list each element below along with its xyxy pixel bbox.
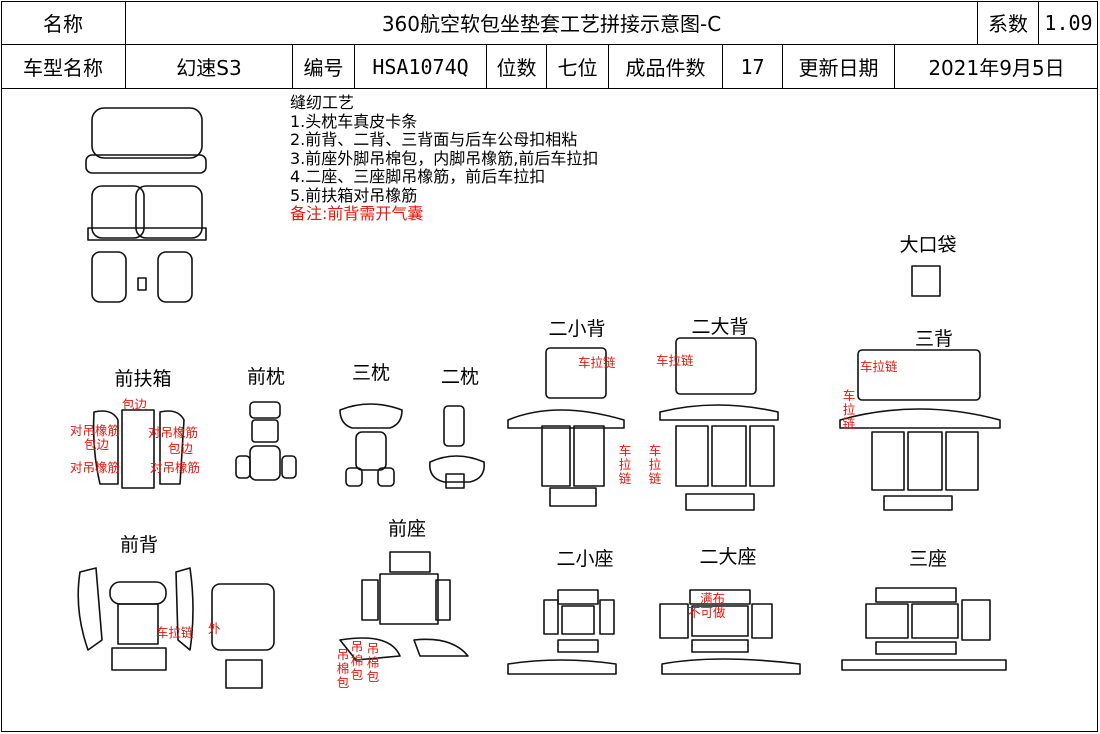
- date-label-cell: 更新日期: [783, 45, 895, 89]
- big-pocket-drawing: [911, 265, 941, 297]
- second-small-back-drawing: [507, 347, 625, 507]
- date-label: 更新日期: [798, 56, 879, 80]
- note-item: 5.前扶箱对吊橡筋: [290, 185, 418, 205]
- coef-value: 1.09: [1044, 10, 1093, 35]
- label-second-headrest: 二枕: [440, 366, 480, 388]
- coef-value-cell: 1.09: [1039, 1, 1098, 45]
- car-overview-drawing: [85, 107, 207, 303]
- seat-label: 位数: [496, 56, 537, 80]
- front-armrest-drawing: [92, 409, 185, 489]
- model-label: 车型名称: [23, 56, 103, 80]
- notes-remark: 备注:前背需开气囊: [290, 204, 424, 223]
- seat-value-cell: 七位: [547, 45, 609, 89]
- label-second-small-back: 二小背: [548, 318, 606, 340]
- annot-zipper: 车拉链: [578, 355, 616, 370]
- label-third-back: 三背: [914, 328, 954, 350]
- code-value: HSA1074Q: [372, 54, 469, 79]
- label-front-seat: 前座: [387, 518, 427, 540]
- annot-outer: 外: [208, 621, 221, 636]
- name-label: 名称: [43, 12, 83, 36]
- third-back-drawing: [839, 349, 1001, 511]
- pieces-label: 成品件数: [625, 56, 706, 80]
- third-seat-drawing: [841, 587, 1007, 671]
- model-label-cell: 车型名称: [1, 45, 126, 89]
- annot-not-sew: 不可做: [688, 605, 726, 620]
- second-big-seat-drawing: [659, 589, 801, 675]
- annot-pair-elastic: 对吊橡筋: [148, 425, 199, 440]
- second-big-back-drawing: [659, 337, 779, 511]
- annot-pair-elastic: 对吊橡筋: [70, 423, 121, 438]
- date-value-cell: 2021年9月5日: [895, 45, 1098, 89]
- model-value-cell: 幻速S3: [126, 45, 293, 89]
- coef-label: 系数: [988, 12, 1028, 36]
- title-cell: 360航空软包坐垫套工艺拼接示意图-C: [126, 1, 978, 45]
- second-headrest-drawing: [428, 405, 486, 489]
- label-front-armrest: 前扶箱: [114, 368, 172, 390]
- label-third-seat: 三座: [908, 548, 948, 570]
- annot-edge-binding: 包边: [84, 437, 110, 452]
- annot-zipper-vertical: 车拉链: [842, 388, 856, 431]
- annot-zipper-vertical: 车拉链: [648, 443, 662, 486]
- label-front-back: 前背: [119, 534, 159, 556]
- annot-sealed: 满布: [700, 591, 726, 606]
- annot-hang-cotton-binding: 吊棉包: [350, 639, 364, 682]
- annot-edge-binding: 包边: [122, 397, 148, 412]
- annot-pair-elastic: 对吊橡筋: [70, 460, 121, 475]
- notes-title: 缝纫工艺: [290, 93, 355, 112]
- pieces-label-cell: 成品件数: [609, 45, 723, 89]
- front-back-drawing: [77, 567, 275, 689]
- third-headrest-drawing: [339, 403, 403, 487]
- pieces-value: 17: [740, 54, 765, 79]
- note-item: 4.二座、三座脚吊橡筋，前后车拉扣: [290, 167, 546, 186]
- note-item: 2.前背、二背、三背面与后车公母扣相粘: [290, 130, 578, 149]
- name-label-cell: 名称: [1, 1, 126, 45]
- label-front-headrest: 前枕: [246, 366, 286, 388]
- front-seat-drawing: [339, 551, 469, 661]
- annot-hang-cotton-binding: 吊棉包: [366, 641, 380, 684]
- code-value-cell: HSA1074Q: [355, 45, 487, 89]
- annot-edge-binding: 包边: [168, 441, 194, 456]
- annot-pair-elastic: 对吊橡筋: [150, 460, 201, 475]
- annot-zipper: 车拉链: [156, 625, 194, 640]
- label-second-big-back: 二大背: [691, 316, 749, 338]
- pieces-value-cell: 17: [723, 45, 783, 89]
- annot-zipper: 车拉链: [860, 359, 898, 374]
- note-item: 3.前座外脚吊棉包，内脚吊橡筋,前后车拉扣: [290, 148, 599, 168]
- front-headrest-drawing: [235, 401, 297, 481]
- sheet-title: 360航空软包坐垫套工艺拼接示意图-C: [381, 12, 722, 36]
- label-big-pocket: 大口袋: [899, 234, 957, 256]
- label-second-small-seat: 二小座: [556, 548, 614, 570]
- annot-zipper: 车拉链: [656, 353, 694, 368]
- second-small-seat-drawing: [507, 589, 617, 675]
- label-second-big-seat: 二大座: [699, 546, 757, 568]
- coef-label-cell: 系数: [978, 1, 1039, 45]
- code-label-cell: 编号: [293, 45, 355, 89]
- seat-label-cell: 位数: [487, 45, 547, 89]
- model-value: 幻速S3: [176, 56, 242, 80]
- sewing-notes: 缝纫工艺 1.头枕车真皮卡条 2.前背、二背、三背面与后车公母扣相粘 3.前座外…: [290, 93, 599, 224]
- note-item: 1.头枕车真皮卡条: [290, 111, 418, 131]
- annot-zipper-vertical: 车拉链: [618, 443, 632, 486]
- label-third-headrest: 三枕: [351, 362, 391, 384]
- date-value: 2021年9月5日: [928, 56, 1065, 80]
- seat-value: 七位: [557, 56, 598, 80]
- annot-hang-cotton-binding: 吊棉包: [336, 647, 350, 690]
- code-label: 编号: [303, 56, 344, 80]
